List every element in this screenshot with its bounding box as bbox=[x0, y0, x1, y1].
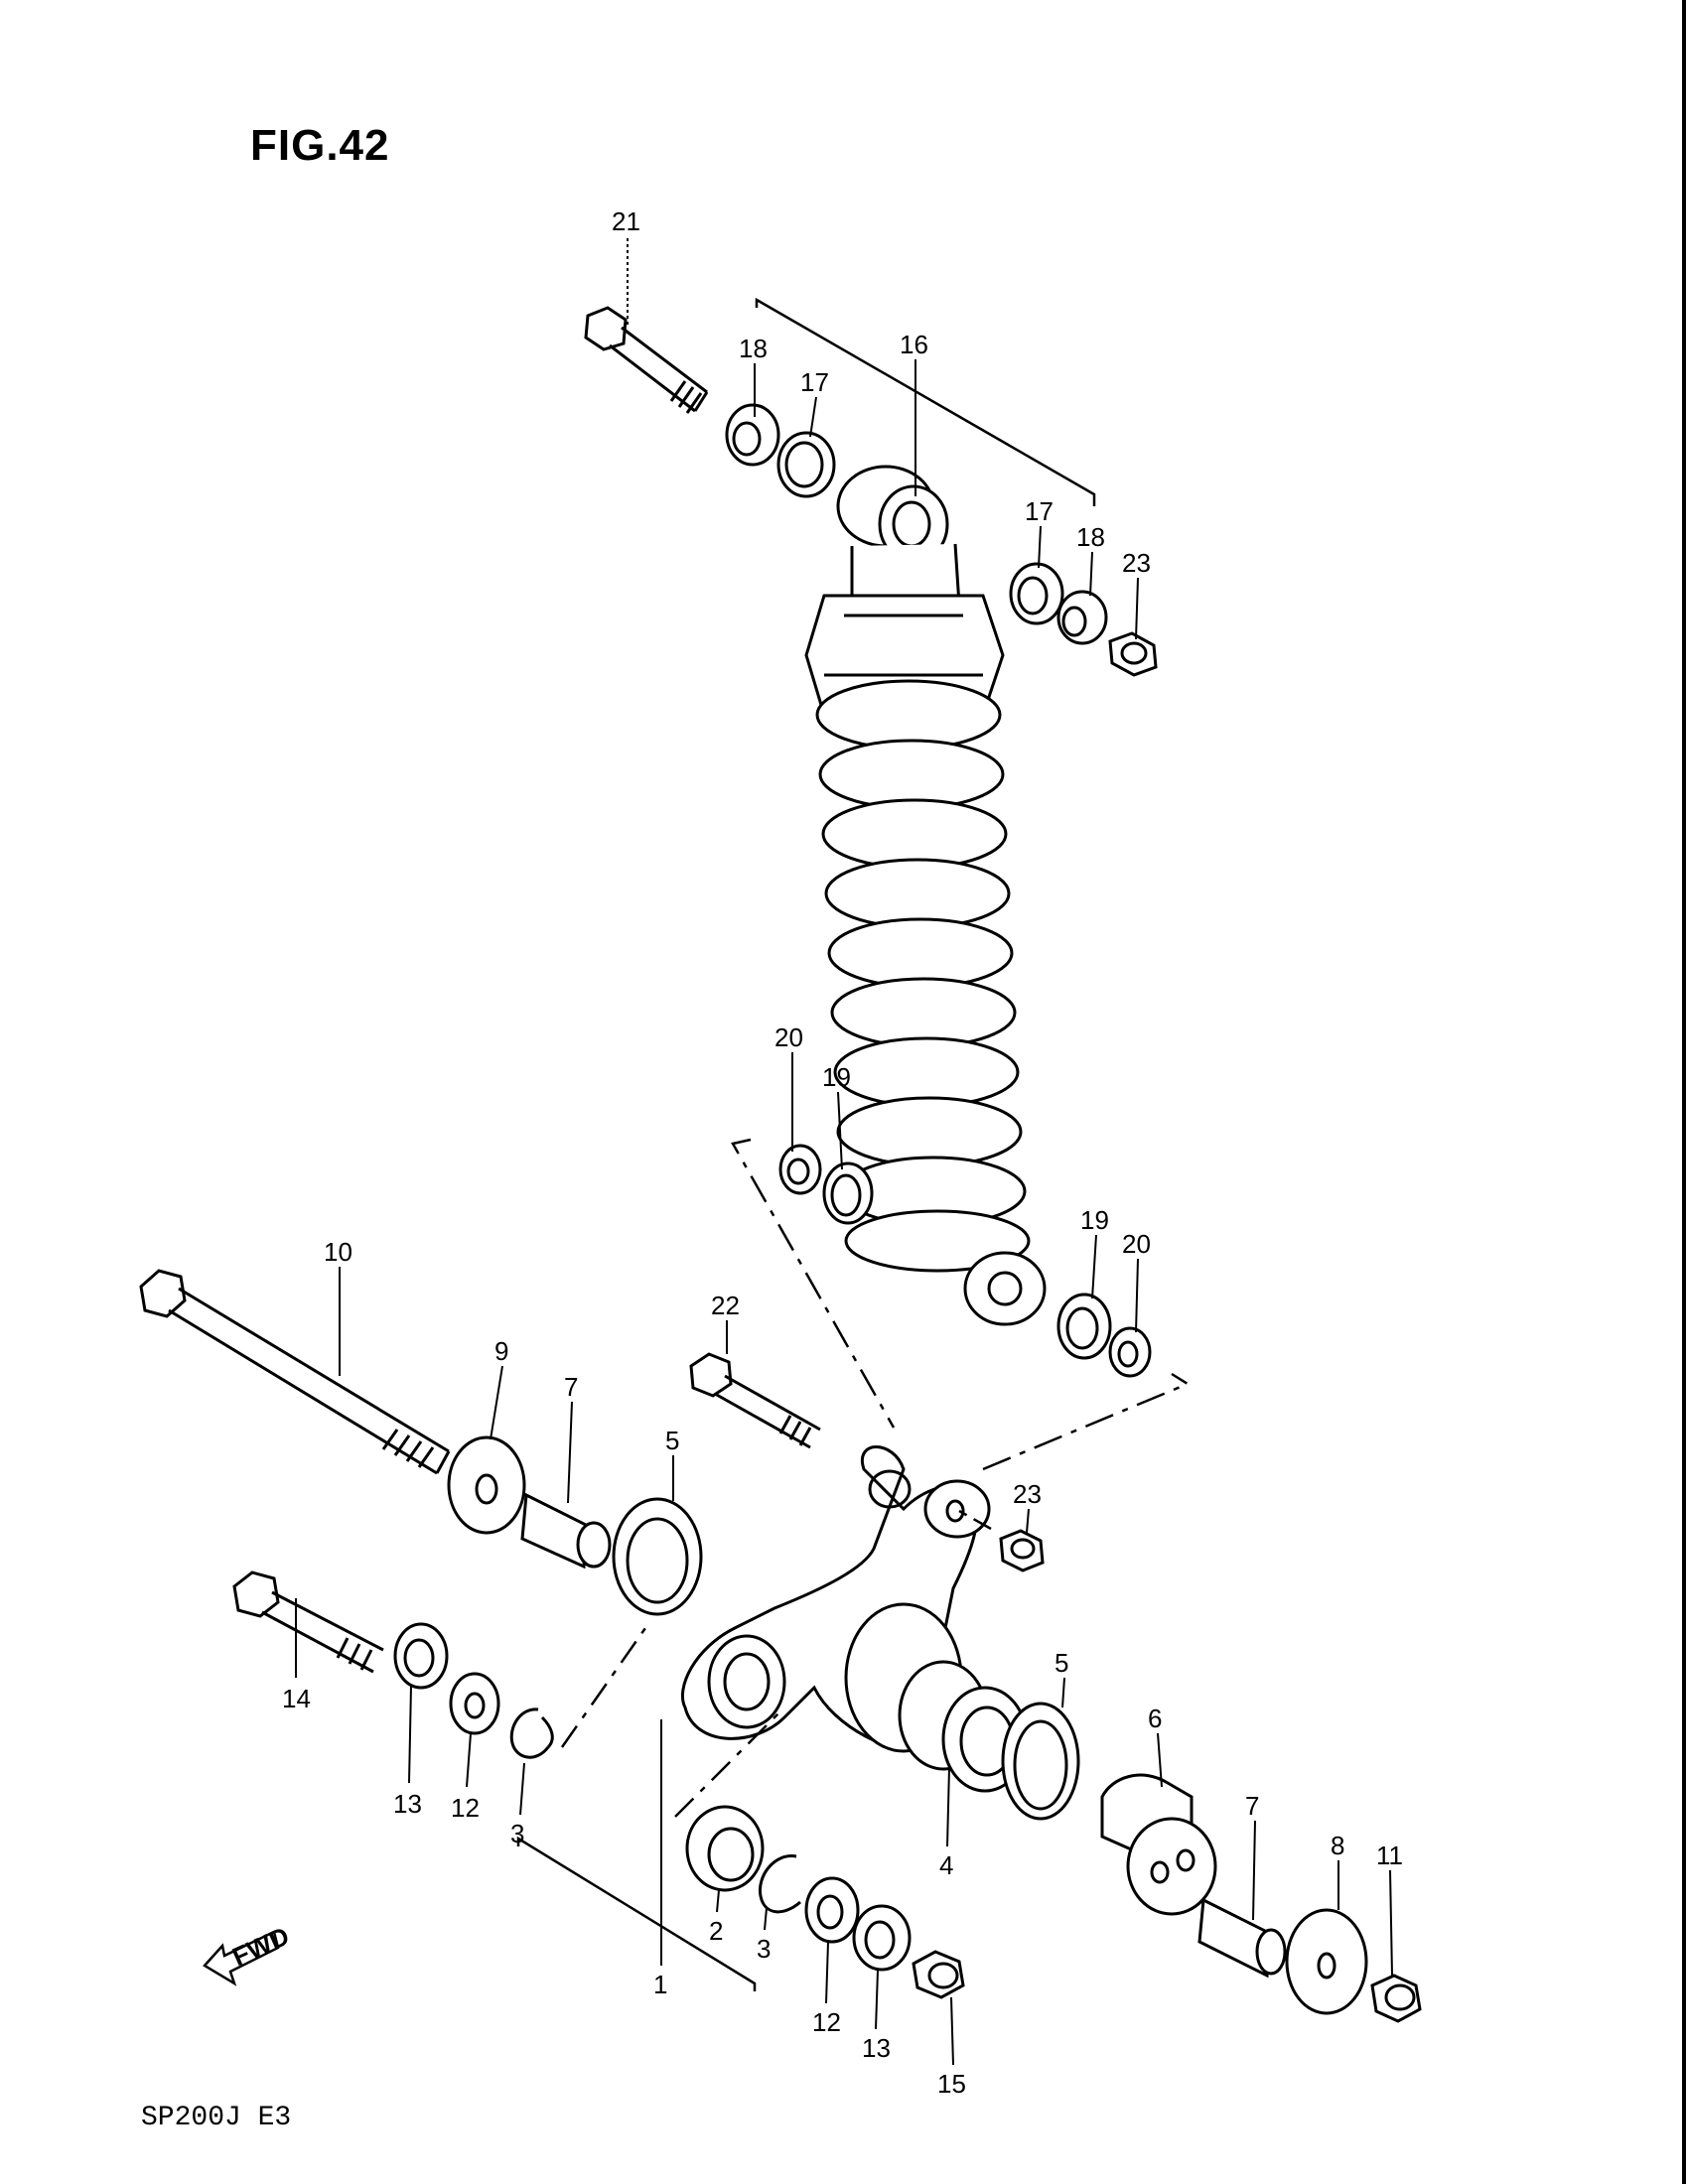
callout-21: 21 bbox=[612, 206, 640, 236]
callout-13-lower: 13 bbox=[862, 2033, 891, 2063]
part-2-bearing bbox=[685, 1805, 765, 1892]
callout-20-lower-right: 20 bbox=[1122, 1229, 1151, 1259]
assembly-bracket-top bbox=[755, 297, 1096, 506]
part-21-bolt bbox=[584, 306, 709, 414]
callout-5-upper: 5 bbox=[665, 1426, 679, 1455]
callout-5-lower: 5 bbox=[1055, 1648, 1068, 1678]
fwd-arrow-icon: FWD bbox=[203, 1921, 294, 1986]
model-code: SP200J E3 bbox=[141, 2103, 292, 2133]
part-13-washer-upper bbox=[393, 1622, 449, 1690]
assembly-line-lower-shock bbox=[731, 1138, 896, 1429]
part-12-washer-upper bbox=[449, 1672, 500, 1735]
callout-4: 4 bbox=[939, 1850, 953, 1880]
callout-2: 2 bbox=[709, 1916, 723, 1946]
part-15-nut bbox=[912, 1950, 965, 1999]
part-11-nut bbox=[1370, 1974, 1422, 2023]
part-19-seal-lower-left bbox=[822, 1161, 874, 1225]
callout-23-lower: 23 bbox=[1013, 1479, 1042, 1509]
part-19-seal-lower-right bbox=[1056, 1293, 1112, 1360]
part-23-nut-lower bbox=[999, 1529, 1045, 1572]
part-7-spacer-upper bbox=[520, 1492, 612, 1570]
callout-10: 10 bbox=[324, 1237, 352, 1267]
figure-title: FIG.42 bbox=[250, 121, 390, 170]
part-3-circlip-lower bbox=[758, 1854, 801, 1914]
part-5-seal-upper bbox=[612, 1497, 703, 1616]
callout-13-upper: 13 bbox=[393, 1789, 422, 1819]
callout-12-upper: 12 bbox=[451, 1793, 480, 1823]
part-10-long-bolt bbox=[139, 1269, 451, 1475]
assembly-bracket-lower-shock bbox=[982, 1372, 1191, 1471]
callout-15: 15 bbox=[937, 2069, 966, 2099]
callout-labels: 21 18 17 16 17 18 23 20 19 19 20 10 9 7 … bbox=[282, 206, 1403, 2099]
callout-8: 8 bbox=[1331, 1831, 1344, 1860]
assembly-line-nut bbox=[958, 1509, 992, 1531]
callout-18-top-right: 18 bbox=[1076, 522, 1105, 552]
assembly-line-lever-left bbox=[560, 1627, 647, 1748]
part-17-seal-top-left bbox=[776, 431, 836, 498]
part-4-needle-bearing bbox=[898, 1660, 1029, 1793]
part-8-washer bbox=[1285, 1908, 1368, 2015]
callout-3-lower: 3 bbox=[757, 1934, 771, 1964]
callout-3-upper: 3 bbox=[510, 1819, 524, 1848]
callout-1: 1 bbox=[653, 1970, 667, 1999]
part-14-bolt bbox=[232, 1570, 384, 1674]
callout-12-lower: 12 bbox=[812, 2007, 841, 2037]
part-17-seal-top-right bbox=[1009, 562, 1064, 625]
callout-9: 9 bbox=[494, 1336, 508, 1366]
part-9-washer bbox=[447, 1435, 526, 1535]
part-6-cylinder-spacer bbox=[1100, 1773, 1217, 1916]
part-18-collar-top-left bbox=[725, 403, 780, 467]
callout-23-top: 23 bbox=[1122, 548, 1151, 578]
callout-16: 16 bbox=[900, 330, 928, 359]
callout-17-top-left: 17 bbox=[800, 367, 829, 397]
callout-7-upper: 7 bbox=[564, 1372, 578, 1402]
callout-17-top-right: 17 bbox=[1025, 496, 1054, 526]
assembly-line-lever-right bbox=[674, 1706, 785, 1818]
shock-spring-coils bbox=[815, 679, 1031, 1273]
callout-leaders bbox=[295, 238, 1393, 2066]
part-22-bolt bbox=[689, 1352, 821, 1449]
assembly-bracket-lower-left bbox=[516, 1836, 757, 1991]
part-3-circlip-upper bbox=[509, 1707, 554, 1759]
callout-19-lower-left: 19 bbox=[822, 1062, 851, 1092]
part-7-spacer-lower bbox=[1197, 1897, 1287, 1979]
page-border-right bbox=[1682, 0, 1686, 2184]
callout-20-lower-left: 20 bbox=[774, 1023, 803, 1052]
part-16-shock-absorber bbox=[804, 465, 1047, 1326]
part-18-collar-top-right bbox=[1056, 590, 1108, 645]
callout-7-lower: 7 bbox=[1245, 1791, 1259, 1821]
part-12-washer-lower bbox=[804, 1876, 860, 1944]
callout-22: 22 bbox=[711, 1291, 740, 1320]
callout-19-lower-right: 19 bbox=[1080, 1205, 1109, 1235]
part-20-collar-lower-right bbox=[1108, 1326, 1152, 1378]
callout-6: 6 bbox=[1148, 1704, 1162, 1733]
part-23-nut-top bbox=[1108, 631, 1158, 677]
part-20-collar-lower-left bbox=[778, 1144, 822, 1195]
callout-11: 11 bbox=[1376, 1841, 1403, 1870]
fwd-label: FWD bbox=[227, 1921, 293, 1972]
callout-18-top-left: 18 bbox=[739, 334, 768, 363]
part-13-washer-lower bbox=[852, 1904, 912, 1972]
part-5-seal-lower bbox=[1001, 1702, 1080, 1821]
callout-14: 14 bbox=[282, 1684, 311, 1713]
